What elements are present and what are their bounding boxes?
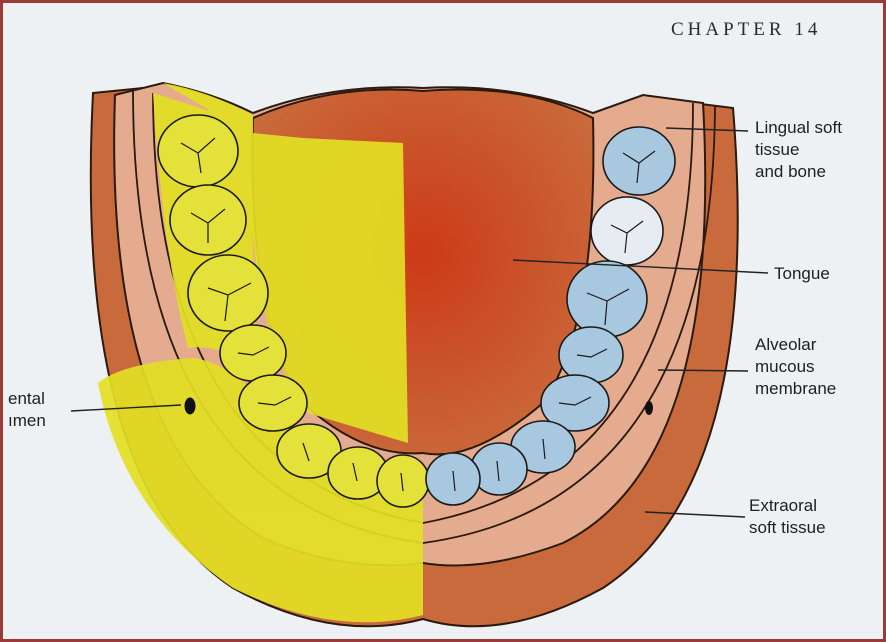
right-incisor-2 <box>426 453 480 505</box>
right-molar-1 <box>603 127 675 195</box>
label-alveolar-mucous-membrane: Alveolar mucous membrane <box>755 334 836 400</box>
leader-alveolar <box>658 370 748 371</box>
left-premolar-2 <box>239 375 307 431</box>
left-molar-1 <box>158 115 238 187</box>
label-tongue: Tongue <box>774 263 830 285</box>
left-molar-3 <box>188 255 268 331</box>
right-molar-3 <box>567 261 647 337</box>
mental-foramen-left <box>185 398 195 414</box>
right-premolar-1 <box>559 327 623 383</box>
mental-foramen-right <box>645 401 653 415</box>
label-extraoral-soft-tissue: Extraoral soft tissue <box>749 495 826 539</box>
mandible-diagram <box>3 3 883 639</box>
right-molar-2 <box>591 197 663 265</box>
label-lingual-soft-tissue: Lingual soft tissue and bone <box>755 117 842 183</box>
left-incisor-2 <box>377 455 429 507</box>
left-premolar-1 <box>220 325 286 381</box>
left-molar-2 <box>170 185 246 255</box>
label-mental-foramen: ental ımen <box>8 388 46 432</box>
